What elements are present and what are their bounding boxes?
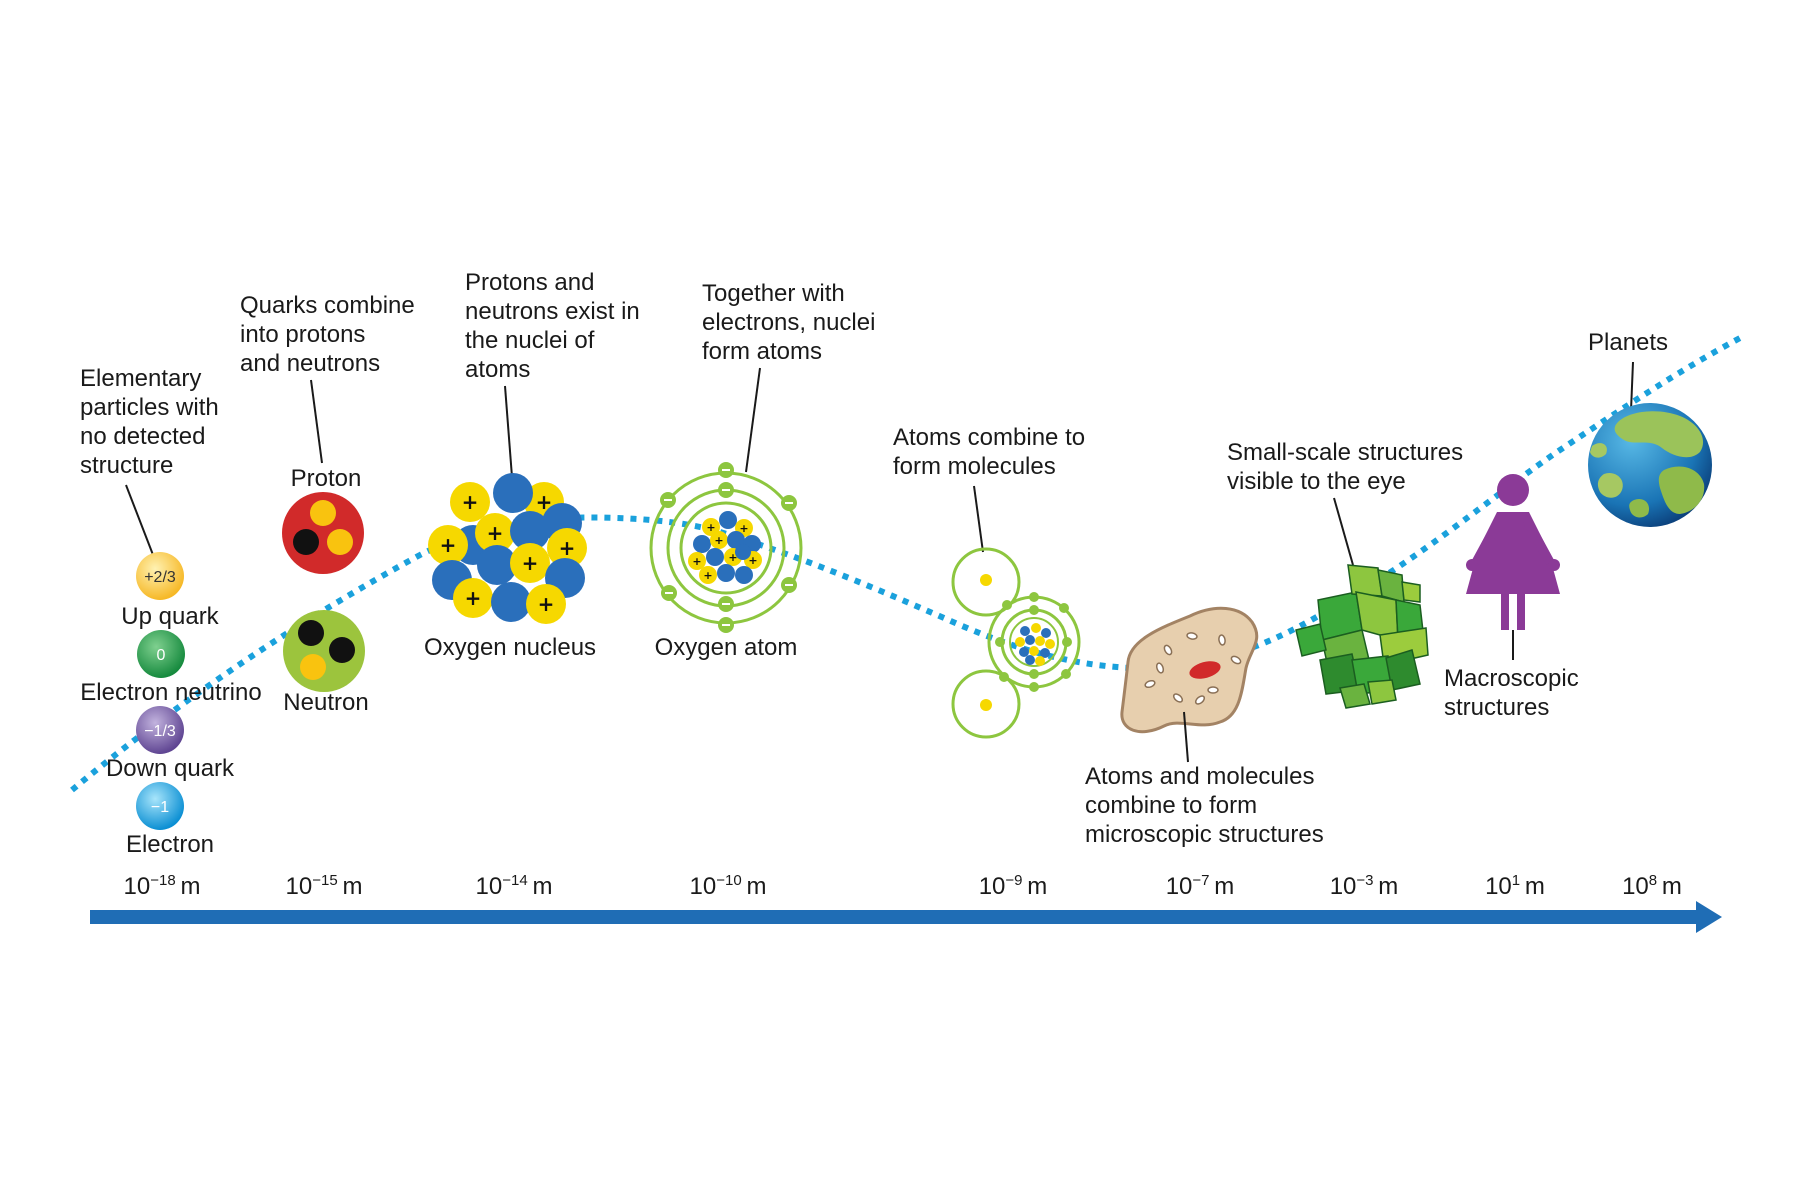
svg-text:+: +	[440, 533, 457, 557]
electron-neutrino-sphere	[137, 630, 185, 678]
electron-neutrino-label: Electron neutrino	[80, 679, 261, 706]
quarks-leader-line	[310, 379, 323, 464]
svg-text:+: +	[536, 490, 553, 514]
microscopic-leader-line	[1183, 711, 1189, 763]
scale-label: 108 m	[1622, 872, 1682, 900]
svg-text:+: +	[559, 536, 576, 560]
scale-label: 10−18 m	[124, 872, 201, 900]
up-quark-charge: +2/3	[144, 569, 176, 586]
up-quark-label: Up quark	[121, 603, 219, 630]
quarks-caption: Quarks combine into protons and neutrons	[240, 292, 421, 377]
scale-axis: 10−18 m 10−15 m 10−14 m 10−10 m 10−9 m 10−7 m…	[90, 872, 1722, 933]
down-quark-sphere	[136, 706, 184, 754]
svg-text:+: +	[462, 490, 479, 514]
visible-leader-line	[1333, 497, 1354, 566]
visible-caption: Small-scale structures visible to the ey…	[1227, 439, 1470, 495]
molecule-group: Atoms combine to form molecules	[893, 424, 1092, 739]
macroscopic-structure-group: Macroscopic structures	[1444, 474, 1585, 721]
nuclei-caption: Protons and neutrons exist in the nuclei…	[465, 269, 646, 383]
oxygen-nucleus-group: Protons and neutrons exist in the nuclei…	[424, 269, 646, 661]
planets-caption: Planets	[1588, 329, 1668, 356]
woman-icon	[1466, 474, 1560, 630]
svg-text:+: +	[538, 592, 555, 616]
crystal-icon	[1295, 564, 1429, 709]
down-quark-label: Down quark	[106, 755, 235, 782]
electron-neutrino-charge: 0	[157, 647, 166, 664]
earth-icon	[1588, 403, 1712, 527]
neutron-icon	[283, 610, 365, 692]
scale-label: 10−7 m	[1166, 872, 1235, 900]
svg-text:+: +	[748, 554, 757, 567]
svg-text:+: +	[522, 551, 539, 575]
elementary-leader-line	[125, 484, 156, 561]
svg-text:+: +	[706, 521, 715, 534]
nuclei-leader-line	[504, 385, 514, 491]
microscopic-structure-group: Atoms and molecules combine to form micr…	[1085, 606, 1324, 848]
down-quark-charge: −1/3	[144, 723, 176, 740]
oxygen-nucleus-icon: + + + + + + + +	[428, 473, 587, 624]
macroscopic-caption: Macroscopic structures	[1444, 665, 1585, 721]
microscopic-caption: Atoms and molecules combine to form micr…	[1085, 763, 1324, 848]
scale-arrow-head	[1696, 901, 1722, 933]
elementary-particles-group: Elementary particles with no detected st…	[80, 365, 262, 858]
atoms-caption: Together with electrons, nuclei form ato…	[702, 280, 882, 365]
proton-neutron-group: Quarks combine into protons and neutrons…	[240, 292, 421, 716]
scale-label: 10−15 m	[286, 872, 363, 900]
planets-group: Planets	[1588, 329, 1712, 527]
electron-charge: −1	[151, 799, 169, 816]
up-quark-sphere	[136, 552, 184, 600]
svg-text:+: +	[692, 555, 701, 568]
scale-label: 10−14 m	[476, 872, 553, 900]
electron-sphere	[136, 782, 184, 830]
scale-label: 101 m	[1485, 872, 1545, 900]
proton-icon	[282, 492, 364, 574]
scale-label: 10−10 m	[690, 872, 767, 900]
atoms-leader-line	[745, 367, 761, 473]
molecules-leader-line	[973, 485, 984, 553]
water-molecule-icon	[951, 547, 1081, 739]
electron-label: Electron	[126, 831, 214, 858]
proton-label: Proton	[291, 465, 362, 492]
svg-text:+: +	[728, 551, 737, 564]
oxygen-nucleus-label: Oxygen nucleus	[424, 634, 596, 661]
oxygen-atom-label: Oxygen atom	[655, 634, 798, 661]
oxygen-atom-icon: + + + + + + +	[649, 462, 803, 633]
scale-labels: 10−18 m 10−15 m 10−14 m 10−10 m 10−9 m 10−7 m…	[124, 872, 1682, 900]
molecules-caption: Atoms combine to form molecules	[893, 424, 1092, 480]
dotted-scale-curve	[70, 335, 1742, 793]
scale-label: 10−3 m	[1330, 872, 1399, 900]
svg-text:+: +	[703, 569, 712, 582]
visible-structure-group: Small-scale structures visible to the ey…	[1227, 439, 1470, 709]
svg-text:+: +	[714, 534, 723, 547]
neutron-label: Neutron	[283, 689, 368, 716]
scale-label: 10−9 m	[979, 872, 1048, 900]
svg-text:+: +	[487, 521, 504, 545]
cell-icon	[1120, 606, 1259, 734]
svg-text:+: +	[465, 586, 482, 610]
oxygen-atom-group: Together with electrons, nuclei form ato…	[649, 280, 882, 661]
elementary-caption: Elementary particles with no detected st…	[80, 365, 225, 479]
svg-text:+: +	[739, 522, 748, 535]
